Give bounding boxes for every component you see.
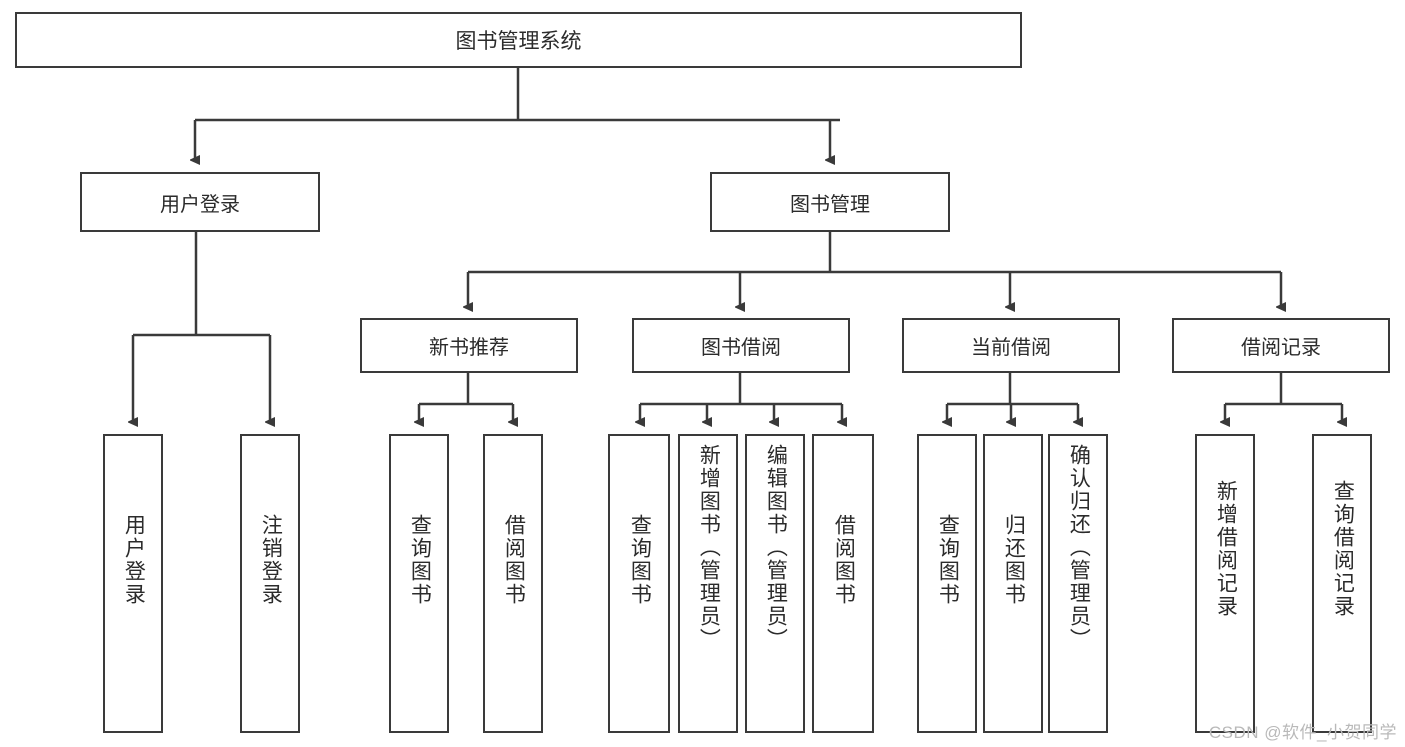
leaf-label: 借阅图书 <box>832 514 856 606</box>
leaf-borrow-record-add[interactable]: 新增借阅记录 <box>1195 434 1255 733</box>
node-borrow-record-label: 借阅记录 <box>1241 337 1321 359</box>
node-current-borrow[interactable]: 当前借阅 <box>902 318 1120 373</box>
leaf-book-borrow-borrow[interactable]: 借阅图书 <box>812 434 874 733</box>
node-new-book-recommend[interactable]: 新书推荐 <box>360 318 578 373</box>
leaf-label: 归还图书 <box>1002 514 1026 606</box>
node-book-borrow[interactable]: 图书借阅 <box>632 318 850 373</box>
leaf-label: 借阅图书 <box>502 514 526 606</box>
node-user-login[interactable]: 用户登录 <box>80 172 320 232</box>
leaf-book-borrow-query[interactable]: 查询图书 <box>608 434 670 733</box>
leaf-user-login-logout[interactable]: 注销登录 <box>240 434 300 733</box>
leaf-user-login-login[interactable]: 用户登录 <box>103 434 163 733</box>
leaf-label: 新增图书（管理员） <box>697 444 721 651</box>
leaf-label: 查询图书 <box>408 514 432 606</box>
node-book-borrow-label: 图书借阅 <box>701 337 781 359</box>
node-root-label: 图书管理系统 <box>455 30 582 53</box>
leaf-book-borrow-edit[interactable]: 编辑图书（管理员） <box>745 434 805 733</box>
node-book-management[interactable]: 图书管理 <box>710 172 950 232</box>
leaf-label: 编辑图书（管理员） <box>764 444 788 651</box>
leaf-current-borrow-confirm[interactable]: 确认归还（管理员） <box>1048 434 1108 733</box>
node-borrow-record[interactable]: 借阅记录 <box>1172 318 1390 373</box>
node-book-management-label: 图书管理 <box>790 193 870 216</box>
leaf-label: 用户登录 <box>122 514 146 606</box>
leaf-label: 查询图书 <box>936 514 960 606</box>
node-root-system[interactable]: 图书管理系统 <box>15 12 1022 68</box>
node-user-login-label: 用户登录 <box>160 193 240 216</box>
leaf-label: 注销登录 <box>259 514 283 606</box>
leaf-label: 查询图书 <box>628 514 652 606</box>
leaf-new-book-borrow[interactable]: 借阅图书 <box>483 434 543 733</box>
leaf-label: 新增借阅记录 <box>1214 480 1238 618</box>
leaf-book-borrow-add[interactable]: 新增图书（管理员） <box>678 434 738 733</box>
leaf-new-book-query[interactable]: 查询图书 <box>389 434 449 733</box>
leaf-borrow-record-query[interactable]: 查询借阅记录 <box>1312 434 1372 733</box>
leaf-current-borrow-query[interactable]: 查询图书 <box>917 434 977 733</box>
leaf-label: 查询借阅记录 <box>1331 480 1355 618</box>
node-new-book-recommend-label: 新书推荐 <box>429 337 509 359</box>
leaf-label: 确认归还（管理员） <box>1067 444 1091 651</box>
node-current-borrow-label: 当前借阅 <box>971 337 1051 359</box>
leaf-current-borrow-return[interactable]: 归还图书 <box>983 434 1043 733</box>
